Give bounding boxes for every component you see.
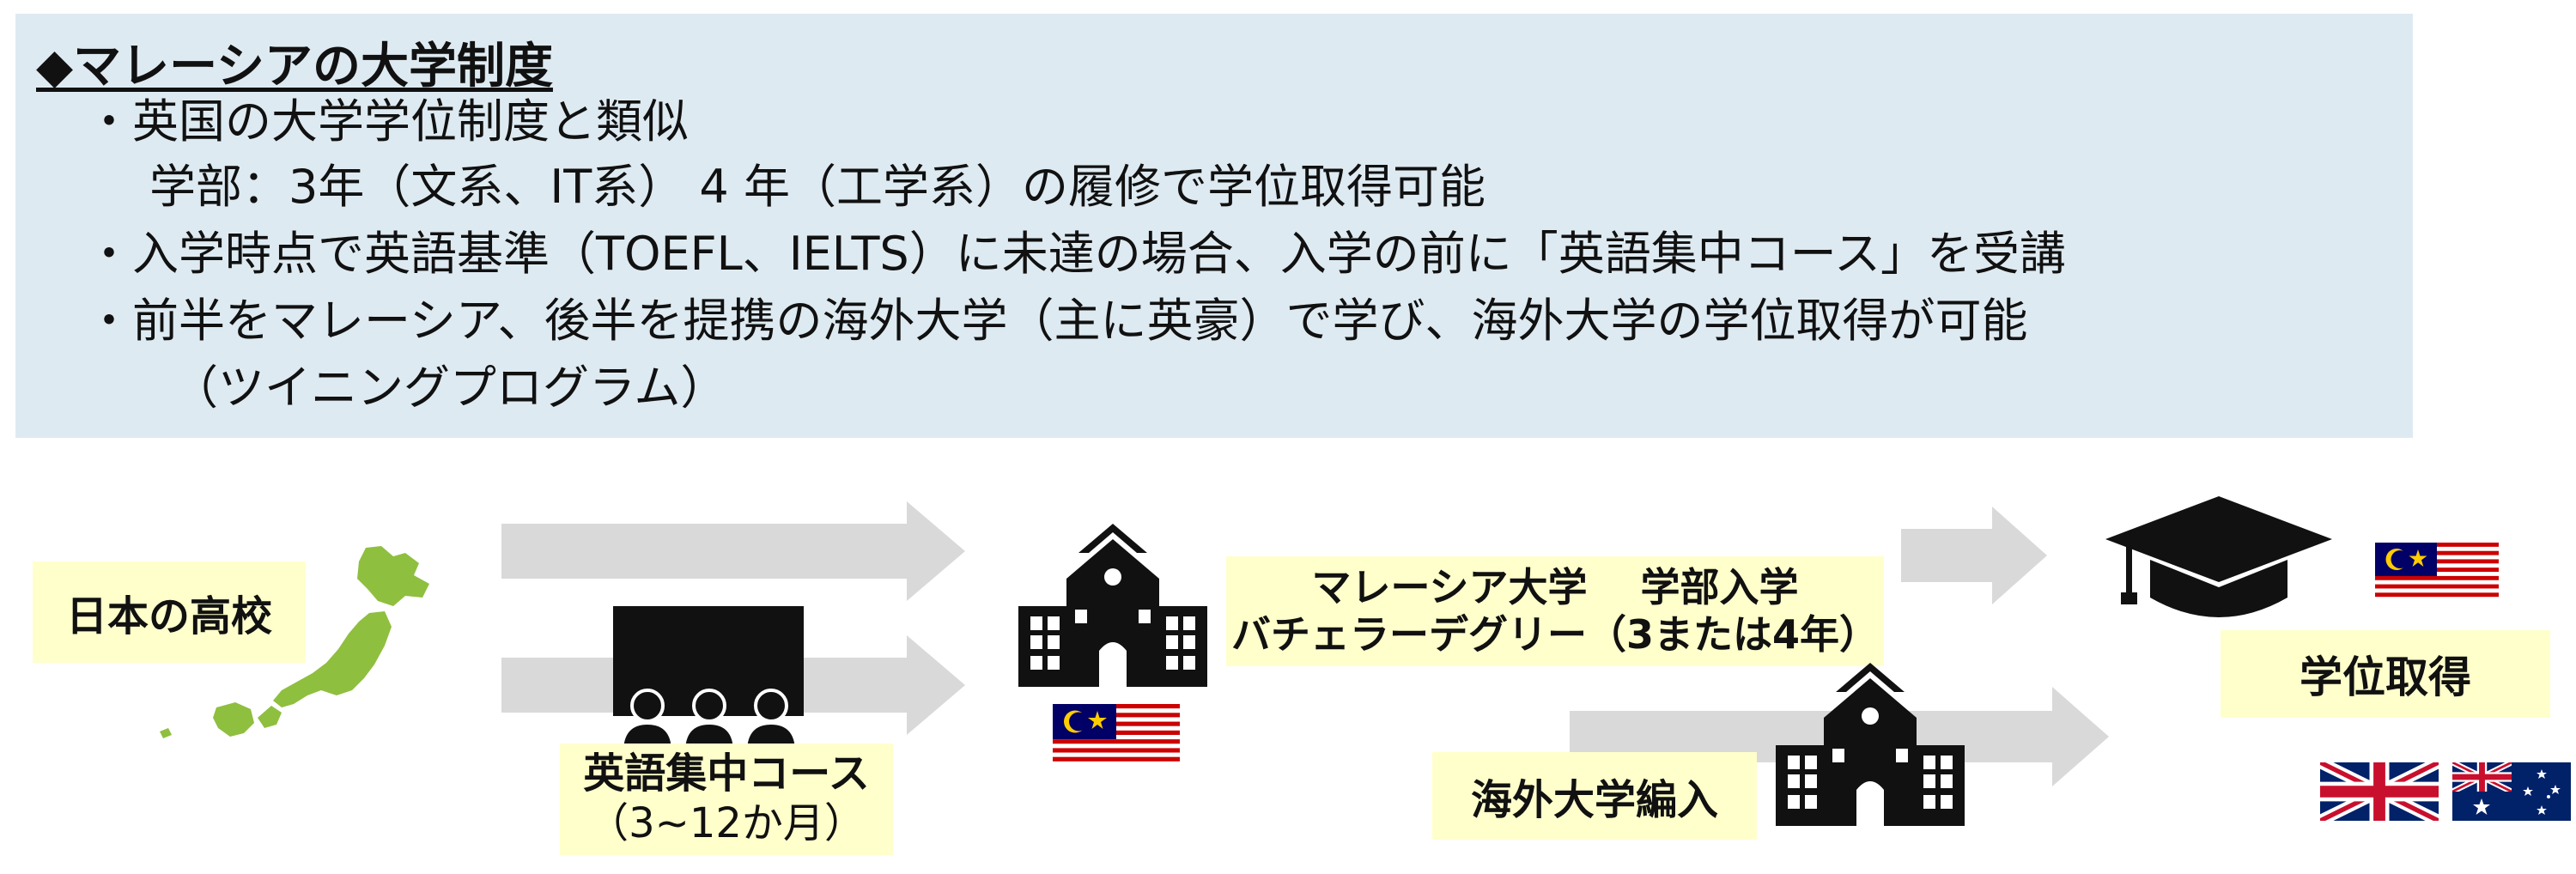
graduation-cap-icon bbox=[2105, 496, 2332, 617]
degree-label: 学位取得 bbox=[2221, 630, 2550, 718]
info-line-4: ・前半をマレーシア、後半を提携の海外大学（主に英豪）で学び、海外大学の学位取得が… bbox=[86, 294, 2028, 348]
info-line-3: ・入学時点で英語基準（TOEFL、IELTS）に未達の場合、入学の前に「英語集中… bbox=[86, 227, 2067, 281]
malaysia-university-label: マレーシア大学 学部入学 バチェラーデグリー（3または4年） bbox=[1226, 556, 1884, 666]
info-line-2: 学部：3年（文系、IT系） 4 年（工学系）の履修で学位取得可能 bbox=[149, 160, 1485, 214]
uk-flag-icon bbox=[2320, 762, 2439, 821]
overseas-transfer-label: 海外大学編入 bbox=[1432, 752, 1757, 840]
australia-flag-icon bbox=[2452, 762, 2571, 821]
overseas-transfer-text: 海外大学編入 bbox=[1470, 776, 1718, 824]
malaysia-university-title: マレーシア大学 学部入学 bbox=[1311, 563, 1799, 610]
university-building-icon bbox=[1018, 524, 1207, 687]
classroom-icon bbox=[613, 606, 804, 752]
english-course-title: 英語集中コース bbox=[583, 750, 870, 798]
arrow-to-malaysia-top bbox=[501, 501, 965, 601]
degree-text: 学位取得 bbox=[2300, 652, 2471, 702]
malaysia-flag-icon bbox=[1053, 704, 1180, 766]
info-line-5: （ツイニングプログラム） bbox=[172, 361, 727, 415]
info-panel: ◆マレーシアの大学制度 ・英国の大学学位制度と類似 学部：3年（文系、IT系） … bbox=[15, 14, 2413, 438]
english-course-label: 英語集中コース （3~12か月） bbox=[560, 744, 893, 855]
info-line-1: ・英国の大学学位制度と類似 bbox=[86, 94, 689, 149]
arrow-to-degree-top bbox=[1901, 507, 2047, 604]
info-title: ◆マレーシアの大学制度 bbox=[36, 39, 553, 94]
japan-map-icon bbox=[160, 546, 429, 738]
japan-high-school-label: 日本の高校 bbox=[33, 561, 306, 663]
malaysia-university-detail: バチェラーデグリー（3または4年） bbox=[1230, 611, 1879, 658]
japan-high-school-text: 日本の高校 bbox=[65, 592, 272, 640]
overseas-university-building-icon bbox=[1776, 663, 1965, 826]
english-course-duration: （3~12か月） bbox=[587, 799, 866, 847]
degree-malaysia-flag-icon bbox=[2375, 543, 2499, 601]
